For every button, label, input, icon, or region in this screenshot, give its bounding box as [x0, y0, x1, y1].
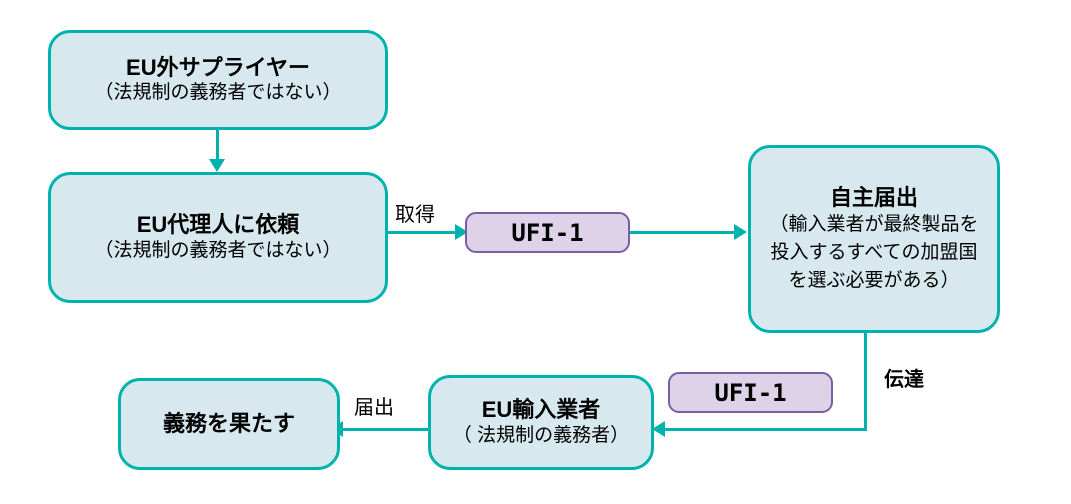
node-request-eu-representative-title: EU代理人に依頼	[136, 212, 300, 238]
node-fulfill-obligation-title: 義務を果たす	[162, 411, 295, 437]
edge-label-transmit: 伝達	[884, 369, 924, 391]
node-eu-importer-subtitle: （ 法規制の義務者）	[452, 424, 630, 446]
connector-self-notification-to-importer-horizontal	[664, 428, 867, 431]
connector-ufi-to-self-notification-arrowhead	[734, 224, 747, 240]
edge-label-acquire: 取得	[395, 204, 435, 226]
node-request-eu-representative-subtitle: （法規制の義務者ではない）	[94, 239, 342, 261]
connector-representative-to-ufi-line	[388, 231, 456, 234]
edge-label-notify: 届出	[354, 397, 394, 419]
node-self-notification: 自主届出 （輸入業者が最終製品を投入するすべての加盟国を選ぶ必要がある）	[748, 145, 1000, 333]
connector-representative-to-ufi-arrowhead	[455, 224, 468, 240]
connector-self-notification-to-importer-arrowhead	[652, 421, 665, 437]
node-eu-importer-title: EU輸入業者	[481, 397, 601, 423]
node-non-eu-supplier-title: EU外サプライヤー	[126, 54, 310, 80]
node-self-notification-subtitle: （輸入業者が最終製品を投入するすべての加盟国を選ぶ必要がある）	[769, 214, 979, 291]
connector-self-notification-to-importer-vertical	[864, 333, 867, 431]
ufi-badge-bottom: UFI-1	[668, 372, 833, 413]
node-eu-importer: EU輸入業者 （ 法規制の義務者）	[428, 375, 654, 470]
ufi-badge-top: UFI-1	[465, 212, 630, 253]
node-non-eu-supplier: EU外サプライヤー （法規制の義務者ではない）	[48, 30, 388, 130]
connector-ufi-to-self-notification-line	[630, 231, 735, 234]
node-non-eu-supplier-subtitle: （法規制の義務者ではない）	[94, 82, 342, 104]
node-fulfill-obligation: 義務を果たす	[118, 378, 340, 470]
connector-supplier-to-representative-line	[216, 130, 219, 161]
node-self-notification-title: 自主届出	[829, 184, 918, 210]
connector-supplier-to-representative-arrowhead	[209, 159, 225, 172]
connector-importer-to-fulfill-line	[342, 428, 430, 431]
node-request-eu-representative: EU代理人に依頼 （法規制の義務者ではない）	[48, 172, 388, 303]
